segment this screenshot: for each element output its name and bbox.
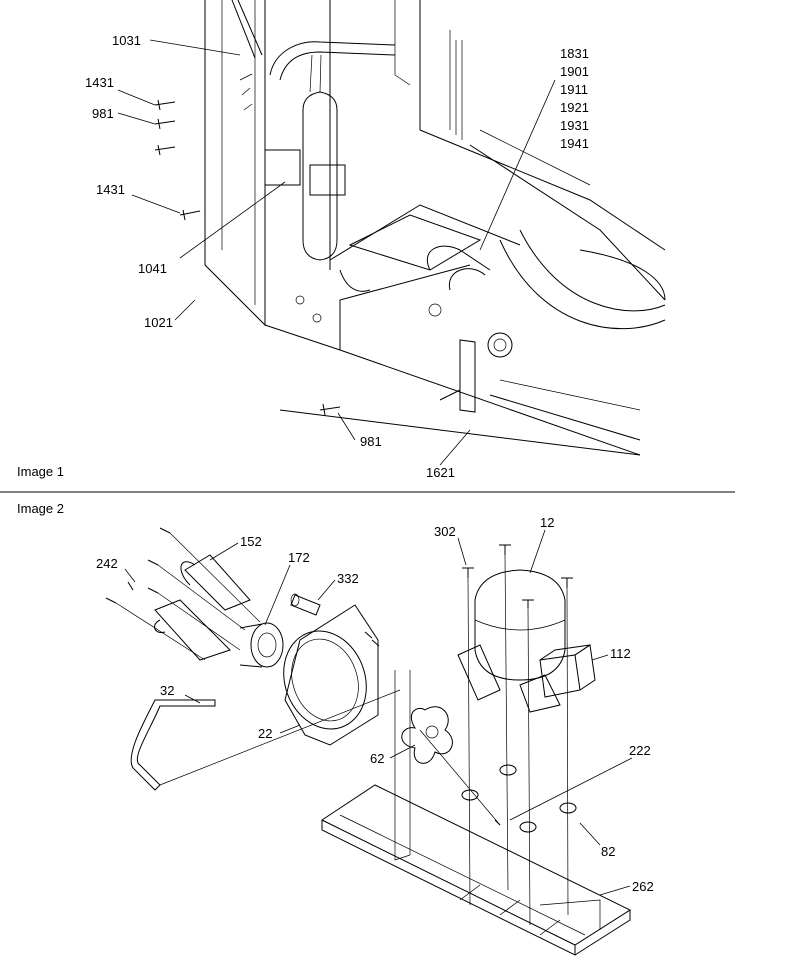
callout-262: 262 bbox=[632, 879, 654, 894]
callout-1831: 1831 bbox=[560, 46, 589, 61]
section-label-image-1: Image 1 bbox=[17, 464, 64, 479]
callout-1031: 1031 bbox=[112, 33, 141, 48]
callout-242: 242 bbox=[96, 556, 118, 571]
callout-981-top: 981 bbox=[92, 106, 114, 121]
callout-1931: 1931 bbox=[560, 118, 589, 133]
image-2-drawing bbox=[105, 527, 632, 956]
callout-1941: 1941 bbox=[560, 136, 589, 151]
image-2-leaders bbox=[124, 529, 633, 896]
callout-172: 172 bbox=[288, 550, 310, 565]
image-1-leaders bbox=[117, 39, 556, 466]
image-1-drawing bbox=[154, 0, 666, 456]
callout-112: 112 bbox=[610, 646, 631, 661]
callout-1921: 1921 bbox=[560, 100, 589, 115]
callout-22: 22 bbox=[258, 726, 272, 741]
image-2-callouts: 152 172 332 242 302 12 112 32 22 62 222 … bbox=[96, 515, 654, 894]
image-1-callouts: 1031 1431 981 1431 1041 1021 981 1621 18… bbox=[85, 33, 589, 480]
section-label-image-2: Image 2 bbox=[17, 501, 64, 516]
callout-302: 302 bbox=[434, 524, 456, 539]
callout-1621: 1621 bbox=[426, 465, 455, 480]
callout-1431-middle: 1431 bbox=[96, 182, 125, 197]
callout-152: 152 bbox=[240, 534, 262, 549]
callout-82: 82 bbox=[601, 844, 615, 859]
callout-62: 62 bbox=[370, 751, 384, 766]
callout-1021: 1021 bbox=[144, 315, 173, 330]
callout-group-1831-1941: 1831 1901 1911 1921 1931 1941 bbox=[560, 46, 589, 151]
callout-1911: 1911 bbox=[560, 82, 588, 97]
callout-12: 12 bbox=[540, 515, 554, 530]
callout-1901: 1901 bbox=[560, 64, 589, 79]
callout-32: 32 bbox=[160, 683, 174, 698]
callout-1431-top: 1431 bbox=[85, 75, 114, 90]
callout-222: 222 bbox=[629, 743, 651, 758]
callout-981-bottom: 981 bbox=[360, 434, 382, 449]
callout-332: 332 bbox=[337, 571, 359, 586]
callout-1041: 1041 bbox=[138, 261, 167, 276]
